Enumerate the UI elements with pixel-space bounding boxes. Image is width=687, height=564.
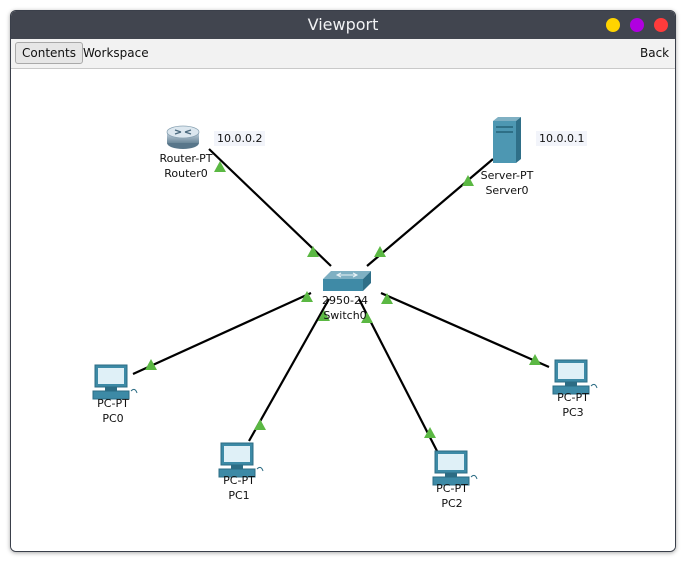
switch-icon[interactable] bbox=[323, 271, 371, 291]
pc3-model: PC-PT bbox=[557, 391, 589, 404]
pc2-name: PC2 bbox=[441, 497, 463, 510]
link-switch0-pc1[interactable] bbox=[248, 298, 330, 442]
server-icon[interactable] bbox=[493, 117, 521, 163]
link-status-icon bbox=[307, 246, 319, 257]
links bbox=[132, 148, 550, 452]
viewport-window: Viewport Contents Workspace Back bbox=[10, 10, 676, 552]
pc2-label[interactable]: PC-PT PC2 bbox=[424, 481, 480, 511]
pc3-icon[interactable] bbox=[552, 359, 598, 395]
link-status-icon bbox=[361, 312, 373, 323]
minimize-button[interactable] bbox=[606, 18, 620, 32]
link-status-icon bbox=[214, 161, 226, 172]
switch0-model: 2950-24 bbox=[322, 294, 368, 307]
pc2-model: PC-PT bbox=[436, 482, 468, 495]
pc2-icon[interactable] bbox=[432, 450, 478, 486]
switch0-name: Switch0 bbox=[323, 309, 367, 322]
pc1-model: PC-PT bbox=[223, 474, 255, 487]
link-status-icon bbox=[381, 293, 393, 304]
server0-ip: 10.0.0.1 bbox=[536, 131, 588, 146]
link-status-icon bbox=[145, 359, 157, 370]
pc3-name: PC3 bbox=[562, 406, 584, 419]
back-link[interactable]: Back bbox=[640, 46, 670, 60]
topology-canvas[interactable]: 10.0.0.2 Router-PT Router0 10.0.0.1 Serv… bbox=[11, 69, 675, 551]
maximize-button[interactable] bbox=[630, 18, 644, 32]
link-server0-switch0[interactable] bbox=[366, 158, 494, 267]
link-switch0-pc3[interactable] bbox=[380, 291, 550, 369]
server0-name: Server0 bbox=[485, 184, 529, 197]
router0-ip: 10.0.0.2 bbox=[214, 131, 266, 146]
link-switch0-pc2[interactable] bbox=[358, 298, 438, 452]
pc1-name: PC1 bbox=[228, 489, 250, 502]
link-status-icon bbox=[462, 175, 474, 186]
switch0-label[interactable]: 2950-24 Switch0 bbox=[313, 293, 377, 323]
topology-diagram bbox=[92, 117, 598, 486]
link-switch0-pc0[interactable] bbox=[132, 291, 312, 376]
link-status-icon bbox=[424, 427, 436, 438]
pc0-model: PC-PT bbox=[97, 397, 129, 410]
link-status-icon bbox=[374, 246, 386, 257]
pc3-label[interactable]: PC-PT PC3 bbox=[545, 390, 601, 420]
pc1-icon[interactable] bbox=[218, 442, 264, 478]
server0-label[interactable]: Server-PT Server0 bbox=[477, 168, 537, 198]
contents-button[interactable]: Contents bbox=[15, 42, 83, 64]
router-icon[interactable] bbox=[166, 125, 200, 149]
router0-label[interactable]: Router-PT Router0 bbox=[156, 151, 216, 181]
router0-model: Router-PT bbox=[159, 152, 213, 165]
window-title: Viewport bbox=[307, 15, 379, 34]
router0-name: Router0 bbox=[164, 167, 208, 180]
pc0-name: PC0 bbox=[102, 412, 124, 425]
link-router0-switch0[interactable] bbox=[208, 148, 332, 267]
title-bar[interactable]: Viewport bbox=[11, 11, 675, 39]
link-status-icon bbox=[254, 419, 266, 430]
pc0-label[interactable]: PC-PT PC0 bbox=[85, 396, 141, 426]
link-status-lights bbox=[145, 161, 541, 438]
workspace-link[interactable]: Workspace bbox=[83, 46, 149, 60]
link-status-icon bbox=[301, 291, 313, 302]
pc1-label[interactable]: PC-PT PC1 bbox=[211, 473, 267, 503]
link-status-icon bbox=[529, 354, 541, 365]
link-status-icon bbox=[318, 310, 330, 321]
pc0-icon[interactable] bbox=[92, 364, 138, 400]
toolbar: Contents Workspace Back bbox=[11, 39, 675, 69]
server0-model: Server-PT bbox=[480, 169, 534, 182]
close-button[interactable] bbox=[654, 18, 668, 32]
